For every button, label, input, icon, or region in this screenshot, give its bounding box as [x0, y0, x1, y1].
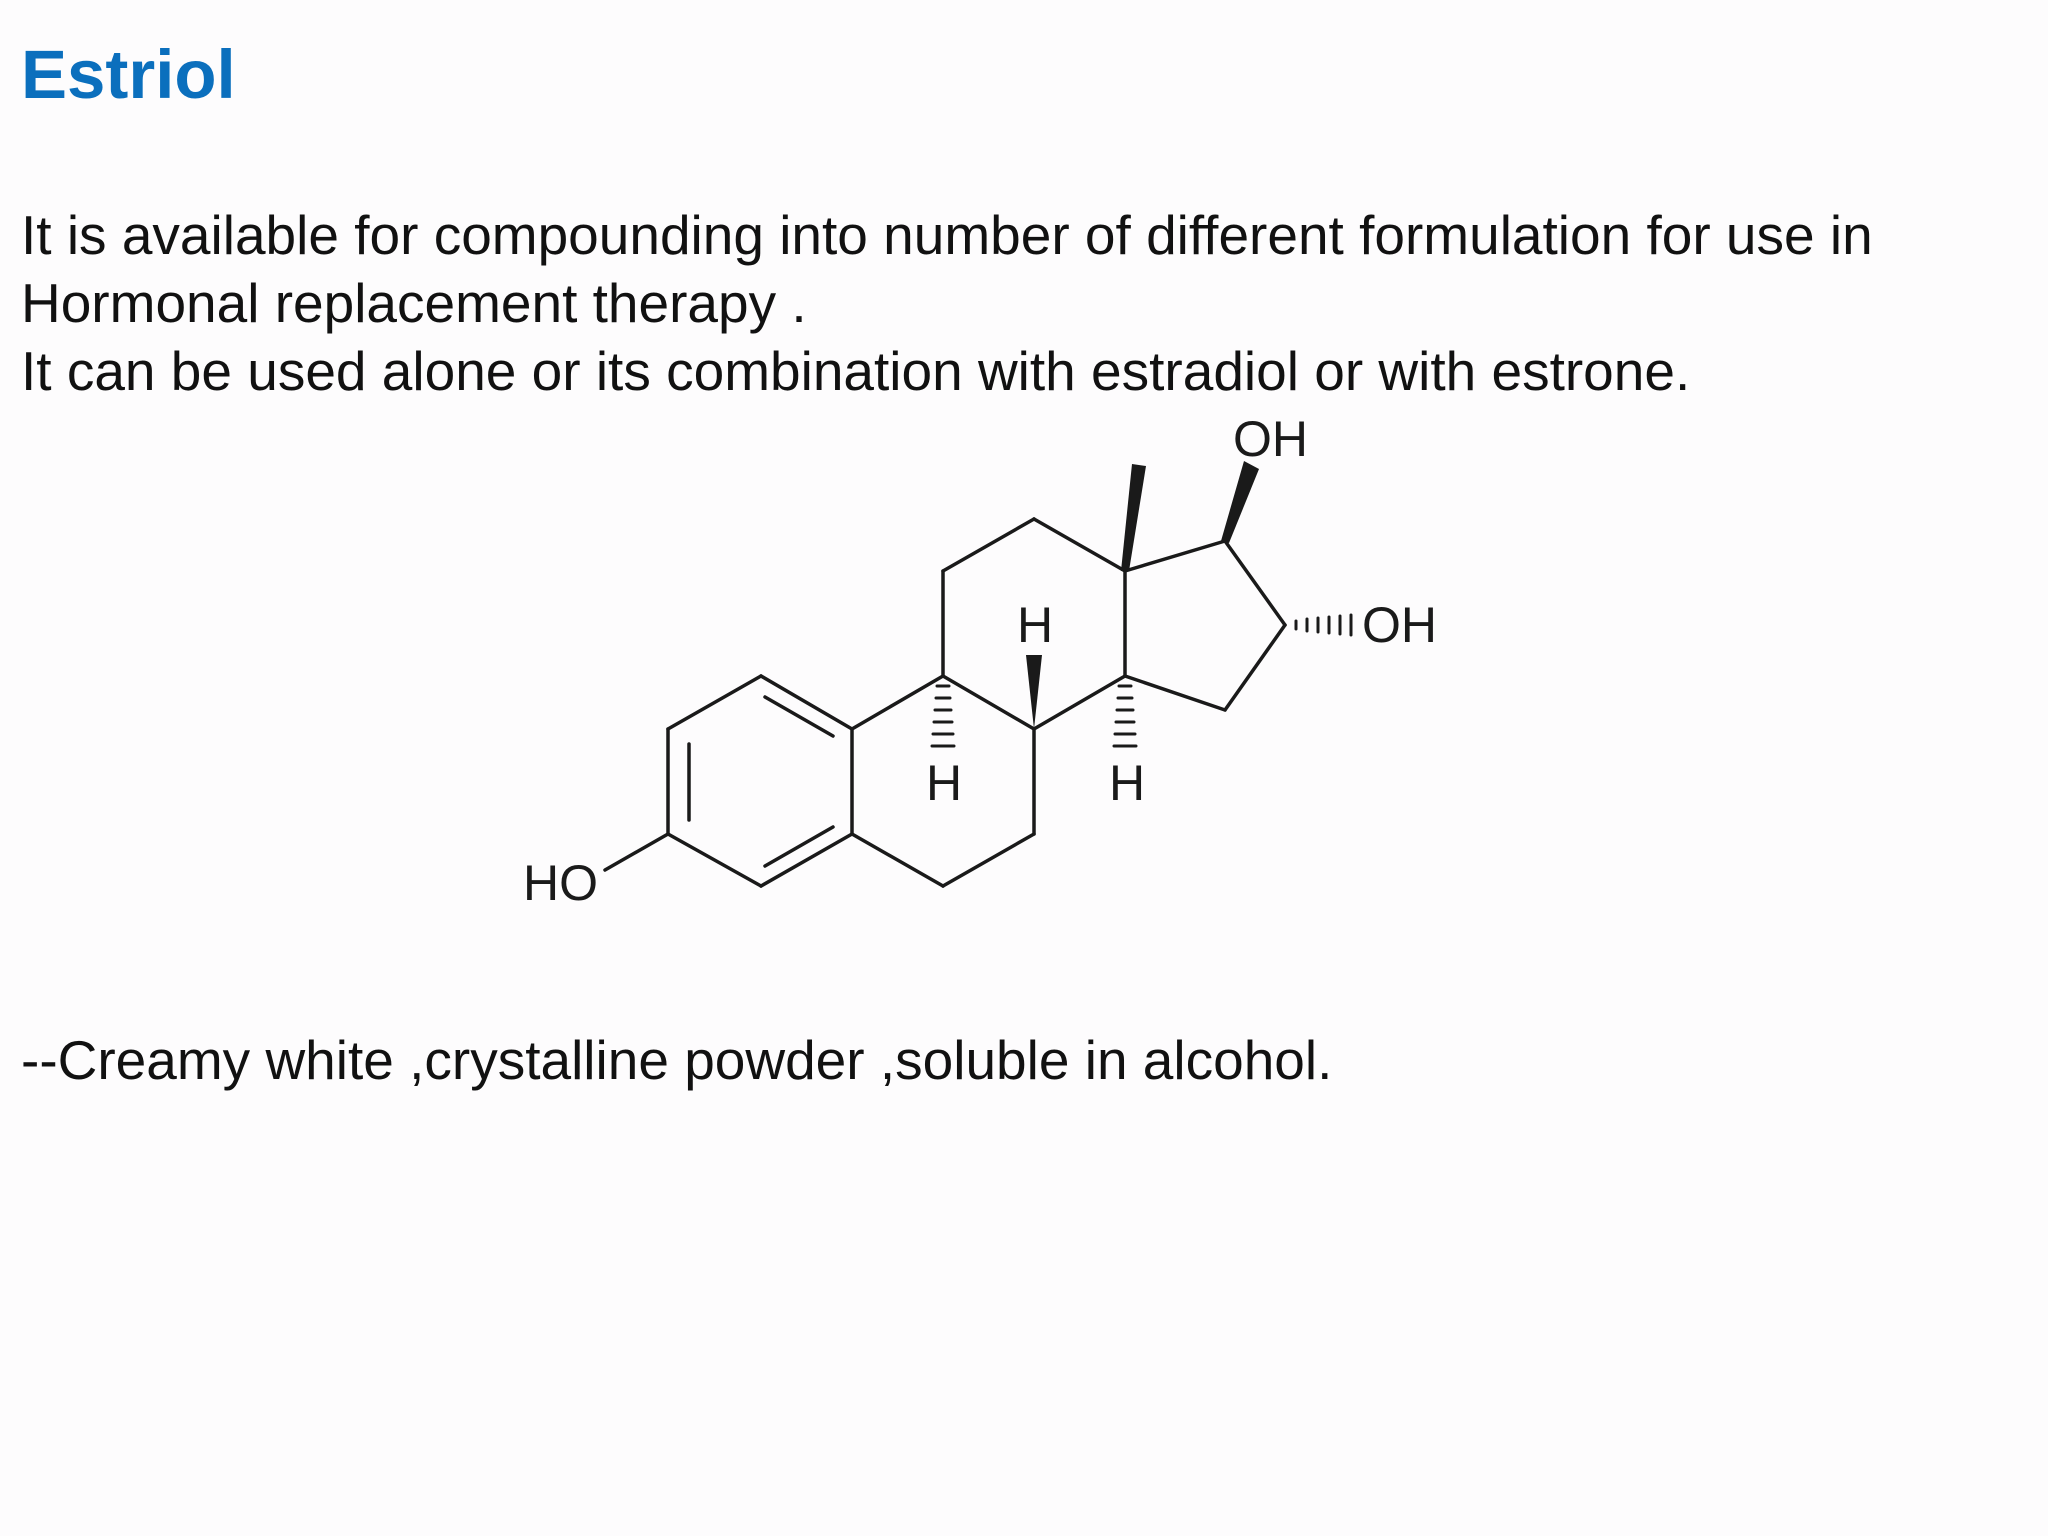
methyl-wedge: [1121, 464, 1146, 571]
oh-wedge: [1221, 461, 1259, 543]
paragraph-availability: It is available for compounding into num…: [21, 204, 1873, 334]
slide-body: It is available for compounding into num…: [21, 201, 2021, 405]
h-label-top: H: [1017, 597, 1053, 653]
h-wedge: [1026, 655, 1042, 729]
stereo-bonds: [1026, 461, 1259, 729]
slide-title: Estriol: [21, 36, 236, 113]
oh-label-right: OH: [1362, 597, 1437, 653]
h-label-right: H: [1109, 755, 1145, 811]
h-label-left: H: [926, 755, 962, 811]
oh-label-top: OH: [1233, 411, 1308, 467]
paragraph-usage: It can be used alone or its combination …: [21, 340, 1691, 402]
property-note: --Creamy white ,crystalline powder ,solu…: [21, 1029, 1333, 1091]
hashed-bonds: [930, 613, 1353, 748]
ho-label-left: HO: [523, 855, 598, 911]
skeleton-bonds: [603, 517, 1287, 888]
estriol-structure-diagram: OH OH HO H H H: [523, 411, 1437, 911]
